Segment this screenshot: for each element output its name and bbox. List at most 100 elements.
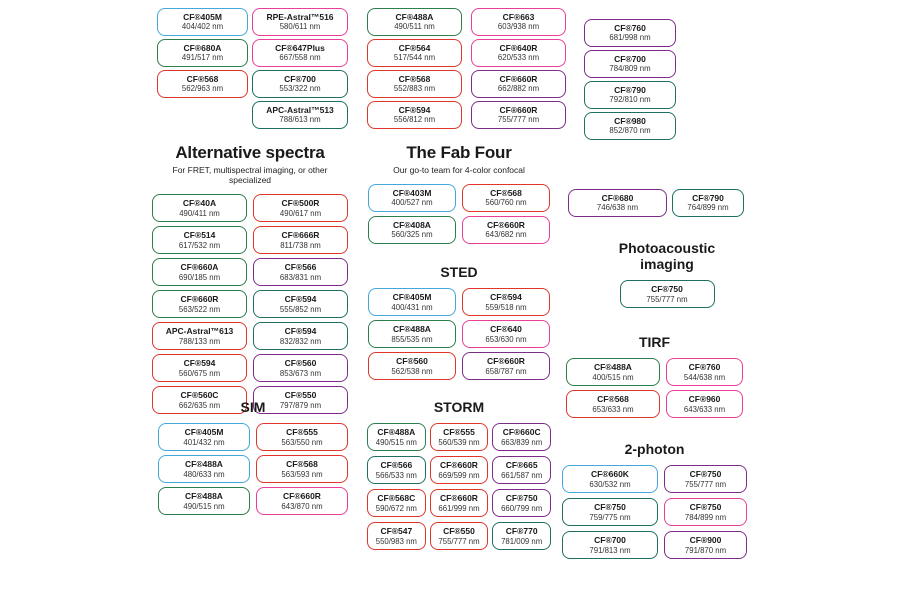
dye-name: CF®488A — [395, 12, 434, 23]
dye-wavelengths: 755/777 nm — [497, 115, 540, 125]
dye-wavelengths: 653/630 nm — [485, 334, 527, 344]
dye-name: CF®660R — [180, 294, 219, 305]
dye-wavelengths: 630/532 nm — [589, 479, 631, 489]
dye-wavelengths: 661/587 nm — [501, 470, 543, 480]
dye-wavelengths: 853/673 nm — [279, 368, 322, 378]
dye-name: CF®550 — [284, 390, 317, 401]
section-title: TIRF — [638, 334, 671, 350]
dye-name: CF®568 — [490, 188, 522, 199]
dye-wavelengths: 653/633 nm — [592, 404, 634, 414]
dye-wavelengths: 681/998 nm — [609, 33, 651, 43]
dye-name: CF®750 — [651, 284, 683, 295]
dye-wavelengths: 562/963 nm — [181, 84, 224, 94]
dye-wavelengths: 560/675 nm — [178, 368, 221, 378]
dye-wavelengths: 852/870 nm — [609, 126, 651, 136]
dye-wavelengths: 552/883 nm — [393, 84, 436, 94]
dye-wavelengths: 663/839 nm — [501, 437, 543, 447]
dye-name: CF®760 — [614, 23, 646, 34]
dye-wavelengths: 544/638 nm — [683, 372, 726, 382]
dye-name: CF®660R — [487, 356, 525, 367]
dye-wavelengths: 690/185 nm — [178, 272, 221, 282]
dye-name: CF®568 — [597, 394, 629, 405]
dye-name: CF®660R — [440, 493, 478, 504]
dye-name: CF®760 — [688, 362, 721, 373]
dye-wavelengths: 490/511 nm — [394, 22, 435, 32]
dye-wavelengths: 480/633 nm — [183, 469, 225, 479]
dye-name: CF®750 — [689, 502, 722, 513]
dye-name: CF®750 — [505, 493, 538, 504]
dye-wavelengths: 620/533 nm — [497, 53, 540, 63]
dye-wavelengths: 563/550 nm — [281, 437, 323, 447]
dye-name: CF®488A — [377, 427, 416, 438]
dye-wavelengths: 791/870 nm — [684, 545, 727, 555]
dye-name: CF®403M — [392, 188, 432, 199]
dye-name: CF®660C — [502, 427, 541, 438]
dye-wavelengths: 792/810 nm — [609, 95, 651, 105]
dye-wavelengths: 562/538 nm — [391, 366, 433, 376]
dye-wavelengths: 811/738 nm — [280, 240, 321, 250]
dye-name: CF®594 — [284, 294, 317, 305]
dye-name: CF®660K — [591, 469, 629, 480]
dye-wavelengths: 560/539 nm — [438, 437, 480, 447]
dye-name: APC-Astral™513 — [266, 105, 334, 116]
dye-wavelengths: 784/809 nm — [609, 64, 651, 74]
dye-wavelengths: 553/322 nm — [279, 84, 321, 94]
dye-wavelengths: 832/832 nm — [279, 336, 322, 346]
dye-name: CF®547 — [380, 526, 413, 537]
dye-name: CF®555 — [286, 427, 318, 438]
dye-wavelengths: 658/787 nm — [485, 366, 527, 376]
dye-name: CF®660R — [487, 220, 525, 231]
dye-name: CF®488A — [185, 459, 223, 470]
dye-wavelengths: 400/515 nm — [592, 372, 634, 382]
dye-wavelengths: 667/558 nm — [279, 53, 321, 63]
section-title: 2-photon — [624, 441, 685, 457]
dye-wavelengths: 617/532 nm — [178, 240, 221, 250]
dye-name: CF®680 — [601, 193, 634, 204]
dye-wavelengths: 400/527 nm — [391, 198, 433, 208]
dye-name: CF®488A — [185, 491, 223, 502]
dye-name: CF®680A — [183, 43, 222, 54]
dye-wavelengths: 643/633 nm — [683, 404, 726, 414]
dye-wavelengths: 555/852 nm — [279, 304, 322, 314]
dye-name: CF®488A — [393, 324, 431, 335]
dye-name: CF®663 — [502, 12, 535, 23]
dye-name: CF®666R — [281, 230, 320, 241]
dye-wavelengths: 855/535 nm — [391, 334, 433, 344]
dye-name: CF®640 — [490, 324, 522, 335]
